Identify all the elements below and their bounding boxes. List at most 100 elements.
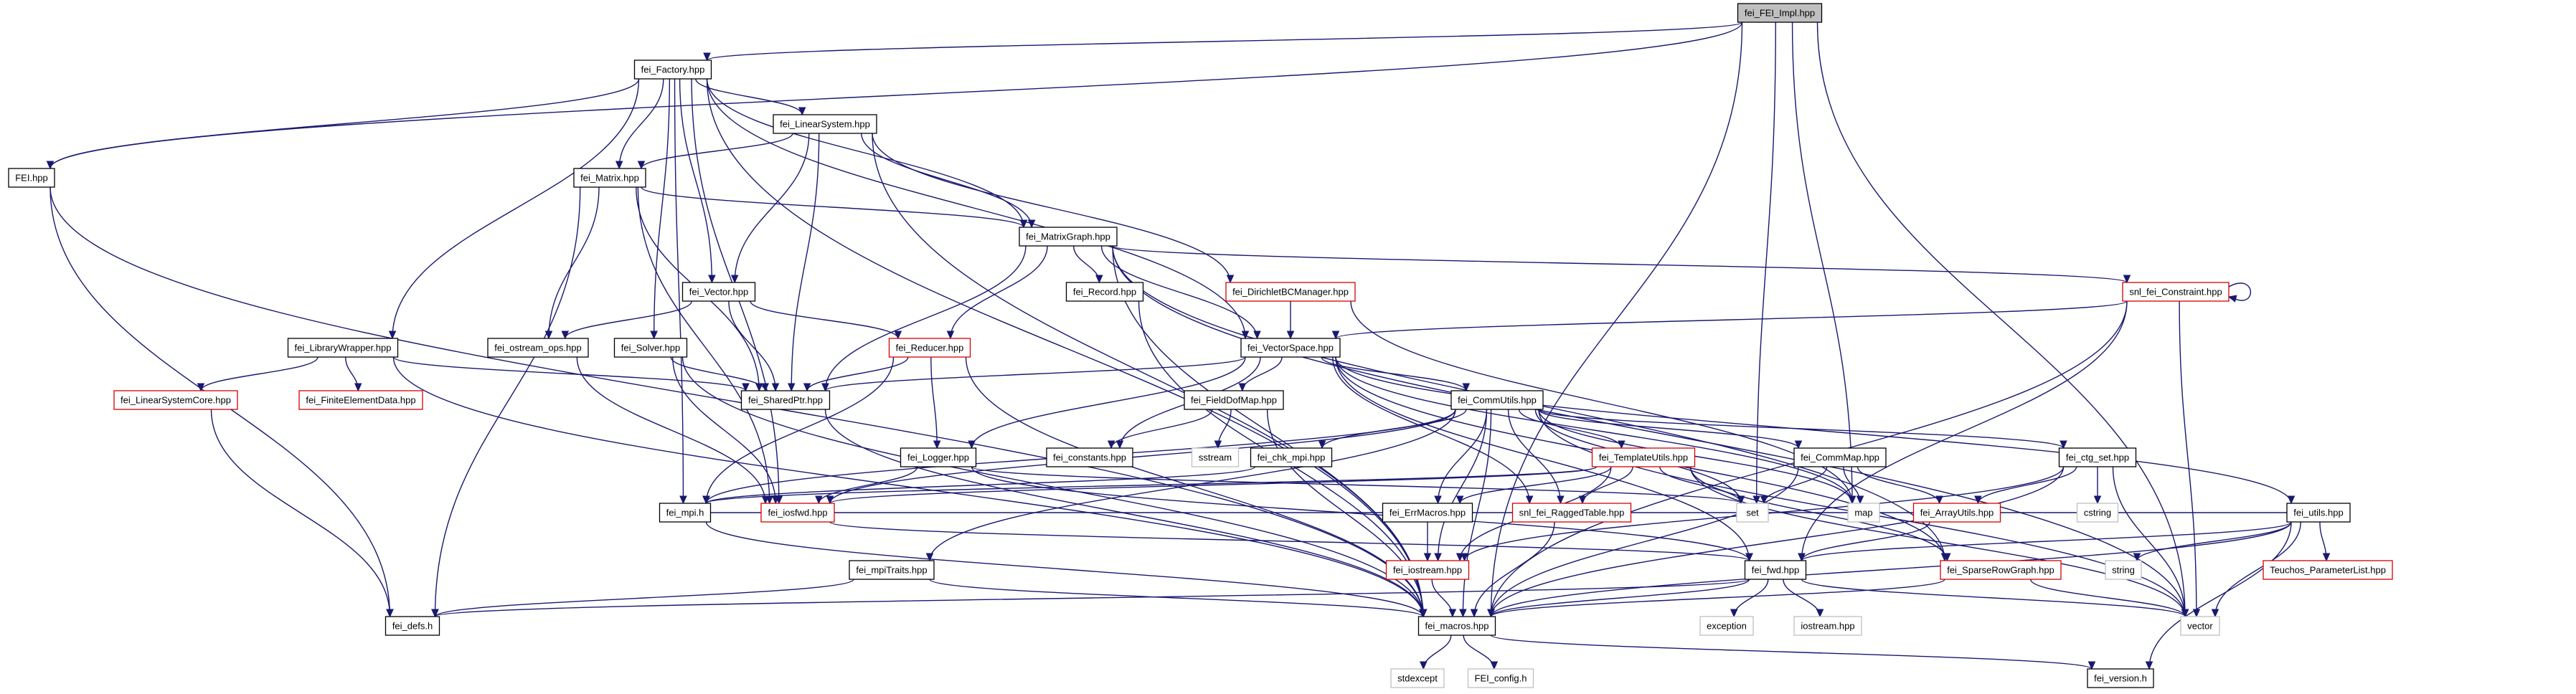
node-fei-linearsystem[interactable]: fei_LinearSystem.hpp [773,114,877,134]
node-set[interactable]: set [1736,503,1769,523]
node-fei-finiteelementdata[interactable]: fei_FiniteElementData.hpp [298,390,423,410]
node-box [1390,668,1445,688]
node-box [1046,447,1133,467]
node-fei-sharedptr[interactable]: fei_SharedPtr.hpp [740,390,831,410]
node-box [2122,282,2230,302]
edge-line [1350,300,1853,504]
edge-arrowhead [650,331,658,340]
edge-line [672,356,776,504]
node-snl-fei-constraint[interactable]: snl_fei_Constraint.hpp [2122,282,2230,302]
node-box [1385,560,1470,580]
edge-line [670,356,766,391]
node-teuchos-parameterlist[interactable]: Teuchos_ParameterList.hpp [2263,560,2393,580]
node-fei-templateutils[interactable]: fei_TemplateUtils.hpp [1591,447,1696,467]
node-fei[interactable]: FEI.hpp [8,168,55,188]
edge-arrowhead [821,383,829,392]
node-fei-errmacros[interactable]: fei_ErrMacros.hpp [1382,503,1473,523]
edge-fei-fwd-to-exception [1730,579,1769,618]
node-fei-logger[interactable]: fei_Logger.hpp [900,447,977,467]
node-fei-constants[interactable]: fei_constants.hpp [1046,447,1133,467]
node-fei-solver[interactable]: fei_Solver.hpp [613,338,688,358]
node-fei-mpitraits[interactable]: fei_mpiTraits.hpp [849,560,935,580]
node-fei-fielddofmap[interactable]: fei_FieldDofMap.hpp [1184,390,1284,410]
node-fei-chk-mpi[interactable]: fei_chk_mpi.hpp [1250,447,1333,467]
edge-line [705,356,895,504]
node-fei-librarywrapper[interactable]: fei_LibraryWrapper.hpp [287,338,399,358]
node-fei-config[interactable]: FEI_config.h [1467,668,1534,688]
node-fei-mpi[interactable]: fei_mpi.h [659,503,712,523]
edge-snl-fei-constraint-to-snl-fei-constraint [2227,282,2251,303]
edge-line [1490,579,1945,617]
node-fei-linearsystemcore[interactable]: fei_LinearSystemCore.hpp [113,390,238,410]
node-fei-fei-impl[interactable]: fei_FEI_Impl.hpp [1737,3,1823,23]
node-fei-version[interactable]: fei_version.h [2087,668,2154,688]
node-cstring[interactable]: cstring [2076,503,2119,523]
node-fei-ostream-ops[interactable]: fei_ostream_ops.hpp [487,338,589,358]
node-fei-matrixgraph[interactable]: fei_MatrixGraph.hpp [1019,227,1118,247]
edge-arrowhead [1419,609,1427,618]
node-label: fei_CommUtils.hpp [1458,395,1537,406]
edge-arrowhead [2322,553,2331,562]
node-fei-fwd[interactable]: fei_fwd.hpp [1744,560,1807,580]
node-exception[interactable]: exception [1699,616,1754,636]
edge-fei-factory-to-fei-vector [679,78,716,284]
node-snl-fei-raggedtable[interactable]: snl_fei_RaggedTable.hpp [1511,503,1632,523]
node-fei-commmap[interactable]: fei_CommMap.hpp [1793,447,1887,467]
edge-arrowhead [1448,609,1457,618]
node-fei-matrix[interactable]: fei_Matrix.hpp [573,168,646,188]
node-label: vector [2187,621,2213,632]
node-fei-vector[interactable]: fei_Vector.hpp [681,282,756,302]
node-iostream[interactable]: iostream.hpp [1793,616,1862,636]
edge-fei-ctg-set-to-cstring [2093,466,2102,505]
node-vector[interactable]: vector [2180,616,2220,636]
edge-arrowhead [1027,219,1036,229]
edge-line [49,78,640,169]
node-box [8,168,55,188]
node-fei-iosfwd[interactable]: fei_iosfwd.hpp [760,503,835,523]
edge-fei-matrixgraph-to-fei-record [1072,245,1103,284]
edge-arrowhead [826,495,834,505]
edge-arrowhead [431,609,439,618]
node-fei-iostream[interactable]: fei_iostream.hpp [1385,560,1470,580]
edge-fei-fwd-to-iostream [1783,579,1824,618]
edge-line [49,22,1743,169]
node-label: fei_Vector.hpp [689,287,748,298]
node-label: fei_Solver.hpp [621,343,680,353]
node-box [613,338,688,358]
edge-fei-logger-to-fei-iosfwd [815,466,918,505]
node-box [113,390,238,410]
edge-line [1335,356,2292,504]
edge-arrowhead [815,495,823,505]
edge-line [392,356,1424,617]
node-fei-macros[interactable]: fei_macros.hpp [1417,616,1496,636]
node-stdexcept[interactable]: stdexcept [1390,668,1445,688]
node-fei-utils[interactable]: fei_utils.hpp [2286,503,2351,523]
edge-fei-linearsystem-to-fei-dirichletbcmanager [872,133,1235,284]
edge-fei-solver-to-fei-sharedptr [670,356,770,392]
node-label: fei_DirichletBCManager.hpp [1232,287,1349,298]
node-fei-arrayutils[interactable]: fei_ArrayUtils.hpp [1912,503,2001,523]
node-sstream[interactable]: sstream [1191,447,1240,467]
node-fei-vectorspace[interactable]: fei_VectorSpace.hpp [1240,338,1341,358]
edge-fei-commutils-to-snl-fei-raggedtable [1507,409,1565,505]
node-fei-commutils[interactable]: fei_CommUtils.hpp [1450,390,1544,410]
node-fei-record[interactable]: fei_Record.hpp [1065,282,1144,302]
node-label: snl_fei_RaggedTable.hpp [1519,508,1625,518]
node-fei-ctg-set[interactable]: fei_ctg_set.hpp [2058,447,2137,467]
node-box [1737,3,1823,23]
edge-arrowhead [1943,553,1951,562]
node-fei-defs[interactable]: fei_defs.h [384,616,440,636]
node-string[interactable]: string [2105,560,2142,580]
node-fei-dirichletbcmanager[interactable]: fei_DirichletBCManager.hpp [1225,282,1356,302]
edge-fei-logger-to-set [971,466,1745,505]
node-fei-sparserowgraph[interactable]: fei_SparseRowGraph.hpp [1940,560,2062,580]
edge-line [2112,466,2186,617]
edge-fei-commutils-to-fei-errmacros [1434,409,1488,505]
node-fei-reducer[interactable]: fei_Reducer.hpp [888,338,971,358]
edges-layer [46,22,2331,670]
node-fei-factory[interactable]: fei_Factory.hpp [633,60,712,80]
node-map[interactable]: map [1847,503,1880,523]
edge-line [1801,521,2292,561]
node-label: fei_CommMap.hpp [1801,452,1879,463]
